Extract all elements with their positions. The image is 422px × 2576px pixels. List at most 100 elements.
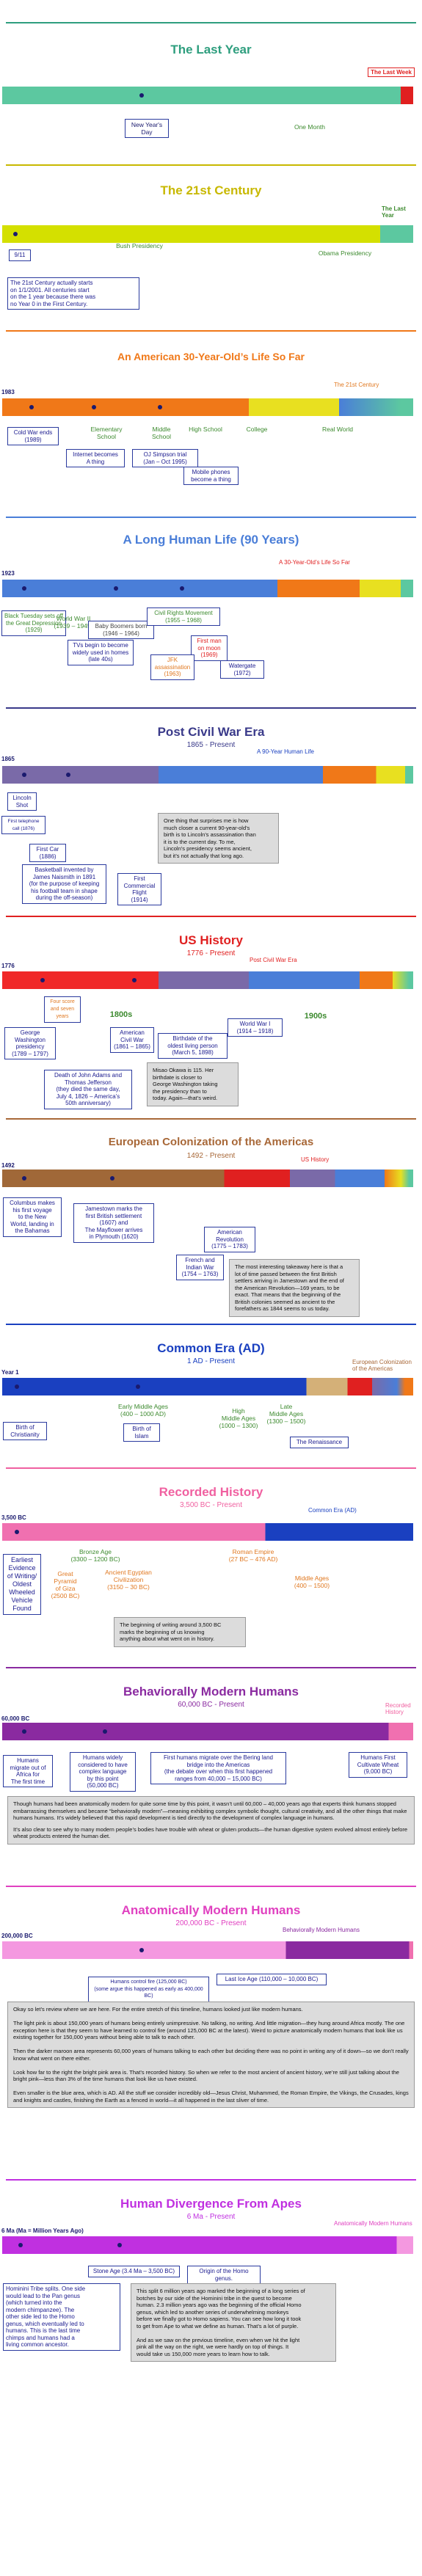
section-subtitle: 1492 - Present [186, 1152, 236, 1160]
label-car: First Car (1886) [29, 844, 66, 862]
timeline-marker [158, 405, 162, 409]
label-civil-war: American Civil War (1861 – 1865) [110, 1027, 154, 1053]
section-rule [6, 1118, 416, 1120]
timeline-bar [2, 225, 413, 243]
section-rule [6, 1667, 416, 1668]
timeline-bar [2, 1723, 413, 1740]
section-subtitle: 1865 - Present [186, 741, 236, 749]
section-title: Behaviorally Modern Humans [123, 1685, 299, 1699]
section-title: Human Divergence From Apes [120, 2197, 302, 2211]
label-high-middle: High Middle Ages (1000 – 1300) [219, 1407, 258, 1429]
section-title: Common Era (AD) [157, 1341, 265, 1355]
label-four-score: Four score and seven years [44, 996, 81, 1023]
timeline-marker [139, 93, 144, 98]
section-subtitle: 6 Ma - Present [186, 2213, 236, 2221]
section-tag: US History [301, 1156, 330, 1163]
label-high: High School [189, 426, 222, 433]
label-bering: First humans migrate over the Bering lan… [150, 1752, 286, 1784]
note-recorded-history: The beginning of writing around 3,500 BC… [114, 1617, 246, 1647]
label-cold-war: Cold War ends (1989) [7, 427, 59, 445]
label-phone: First telephone call (1876) [1, 816, 46, 834]
timeline-marker [180, 586, 184, 591]
year-label: 1776 [1, 963, 15, 969]
label-boomers: Baby Boomers born (1946 – 1964) [88, 621, 154, 639]
section-tag: Common Era (AD) [308, 1507, 357, 1514]
timeline-bar [2, 2236, 413, 2254]
label-oldest-person: Birthdate of the oldest living person (M… [158, 1033, 228, 1059]
label-stone-age: Stone Age (3.4 Ma – 3,500 BC) [88, 2266, 180, 2277]
label-french-indian: French and Indian War (1754 – 1763) [176, 1255, 224, 1280]
year-label: 60,000 BC [1, 1715, 30, 1722]
year-label: 3,500 BC [1, 1514, 26, 1521]
timeline-bar [2, 1378, 413, 1395]
year-label: 1923 [1, 570, 15, 577]
timeline-marker [22, 1176, 26, 1181]
section-title: The 21st Century [160, 183, 262, 197]
year-label: 1865 [1, 756, 15, 762]
label-basketball: Basketball invented by James Naismith in… [22, 864, 106, 904]
note-21st-century: The 21st Century actually starts on 1/1/… [7, 277, 139, 310]
label-moon: First man on moon (1969) [191, 635, 228, 661]
section-tag: Anatomically Modern Humans [334, 2220, 412, 2227]
section-rule [6, 1467, 416, 1469]
timeline-bar [2, 1523, 413, 1541]
label-mobile: Mobile phones become a thing [183, 467, 239, 485]
label-911: 9/11 [9, 249, 31, 261]
section-tag: The Last Week [368, 67, 415, 77]
timeline-marker [18, 2243, 23, 2247]
timeline-marker [15, 1530, 19, 1534]
timeline-marker [110, 1176, 114, 1181]
section-title: European Colonization of the Americas [108, 1136, 314, 1148]
timeline-marker [22, 1729, 26, 1734]
section-title: Anatomically Modern Humans [121, 1903, 301, 1917]
timeline-bar [2, 398, 413, 416]
label-egypt: Ancient Egyptian Civilization (3150 – 30… [105, 1569, 152, 1591]
timeline-bar [2, 766, 413, 784]
note-divergence: This split 6 million years ago marked th… [131, 2283, 336, 2362]
section-subtitle: 1776 - Present [186, 949, 236, 957]
section-tag: European Colonization of the Americas [352, 1359, 412, 1372]
section-title: A Long Human Life (90 Years) [123, 533, 299, 547]
section-tag: Post Civil War Era [250, 957, 297, 963]
label-one-month: One Month [294, 123, 326, 131]
label-islam: Birth of Islam [123, 1423, 160, 1442]
timeline-marker [117, 2243, 122, 2247]
label-lincoln: Lincoln Shot [7, 792, 37, 811]
section-rule [6, 22, 416, 23]
section-title: The Last Year [170, 43, 252, 56]
label-rome: Roman Empire (27 BC – 476 AD) [228, 1548, 278, 1563]
section-rule [6, 164, 416, 166]
label-black-tuesday: Black Tuesday sets off the Great Depress… [1, 610, 66, 636]
note-us-history: Misao Okawa is 115. Her birthdate is clo… [147, 1062, 239, 1106]
label-ice-age: Last Ice Age (110,000 – 10,000 BC) [217, 1974, 327, 1985]
label-fire: Humans control fire (125,000 BC) (some a… [88, 1977, 209, 2002]
section-rule [6, 2179, 416, 2181]
label-ww1: World War I (1914 – 1918) [228, 1018, 283, 1037]
label-wheat: Humans First Cultivate Wheat (9,000 BC) [349, 1752, 407, 1778]
section-tag: The 21st Century [334, 382, 379, 388]
timeline-marker [22, 586, 26, 591]
section-title: Recorded History [159, 1485, 263, 1499]
section-rule [6, 1886, 416, 1887]
timeline-marker [114, 586, 118, 591]
timeline-marker [29, 405, 34, 409]
section-title: Post Civil War Era [157, 725, 265, 739]
label-jamestown: Jamestown marks the first British settle… [73, 1203, 154, 1243]
timeline-bar [2, 971, 413, 989]
label-washington: George Washington presidency (1789 – 179… [4, 1027, 56, 1059]
label-jfk: JFK assassination (1963) [150, 654, 194, 680]
timeline-marker [103, 1729, 107, 1734]
timeline-marker [92, 405, 96, 409]
label-1800s: 1800s [109, 1010, 133, 1019]
timeline-marker [15, 1384, 19, 1389]
label-homo-origin: Origin of the Homo genus. [187, 2266, 261, 2284]
timeline-bar [2, 580, 413, 597]
label-crm: Civil Rights Movement (1955 – 1968) [147, 607, 220, 626]
label-obama: Obama Presidency [318, 249, 372, 257]
timeline-bar [2, 1941, 413, 1959]
section-rule [6, 707, 416, 709]
timeline-marker [132, 978, 137, 982]
label-migrate: Humans migrate out of Africa for The fir… [3, 1755, 53, 1787]
note-colonization: The most interesting takeaway here is th… [229, 1259, 360, 1317]
timeline-marker [22, 773, 26, 777]
